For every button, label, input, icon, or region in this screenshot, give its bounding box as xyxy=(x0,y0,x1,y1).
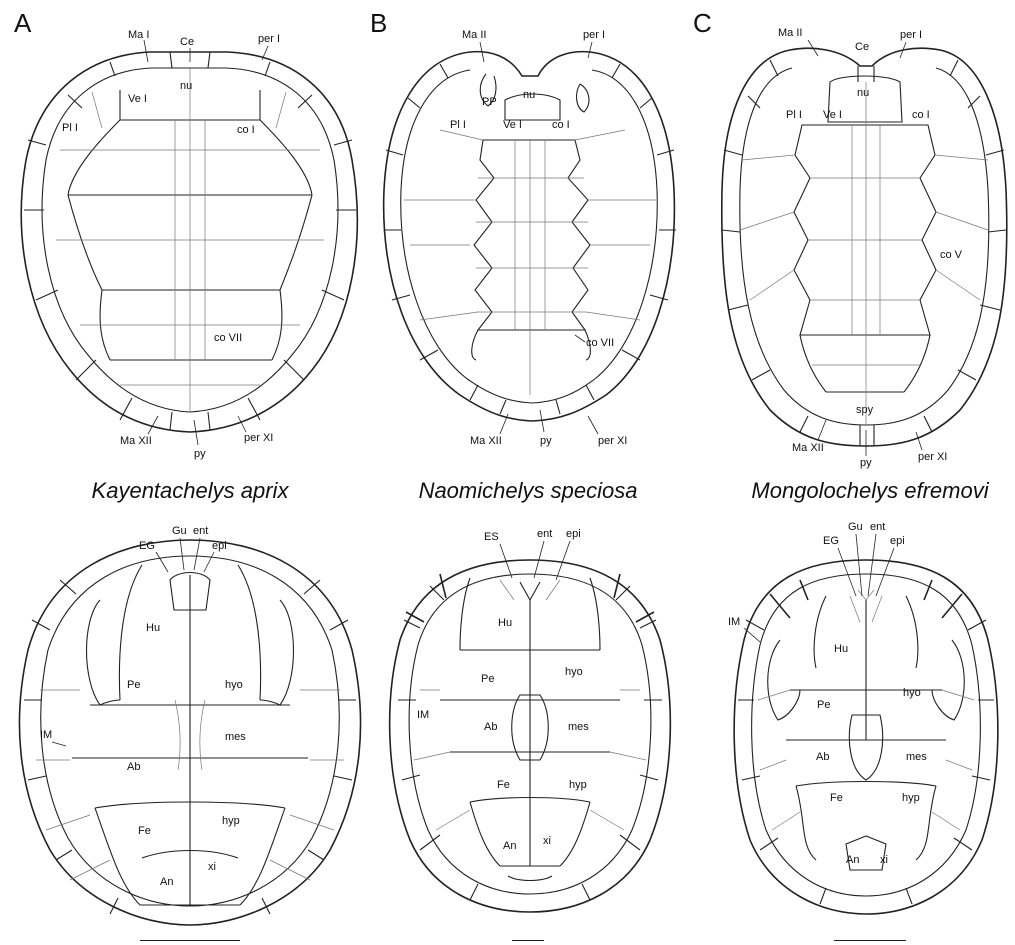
label-c-spy: spy xyxy=(856,404,874,416)
label-b-fe: Fe xyxy=(497,779,510,791)
plastron-c xyxy=(734,560,998,914)
label-b-vei: Ve I xyxy=(503,119,522,131)
label-a-hyo: hyo xyxy=(225,679,243,691)
label-a-hu: Hu xyxy=(146,622,160,634)
label-a-pli: Pl I xyxy=(62,122,78,134)
label-c-perxi: per XI xyxy=(918,451,947,463)
label-b-es: ES xyxy=(484,531,499,543)
label-c-mes: mes xyxy=(906,751,927,763)
label-b-covii: co VII xyxy=(586,337,614,349)
carapace-a xyxy=(21,52,357,432)
label-c-epi: epi xyxy=(890,535,905,547)
label-b-im: IM xyxy=(417,709,429,721)
label-a-nu: nu xyxy=(180,80,192,92)
label-b-maxii: Ma XII xyxy=(470,435,502,447)
label-a-vei: Ve I xyxy=(128,93,147,105)
label-b-peri: per I xyxy=(583,29,605,41)
label-a-perxi: per XI xyxy=(244,432,273,444)
plastron-c-labels: Gu ent EG epi IM Hu Pe hyo Ab mes Fe hyp… xyxy=(728,521,927,866)
label-a-ce: Ce xyxy=(180,36,194,48)
label-b-nu: nu xyxy=(523,89,535,101)
label-b-coi: co I xyxy=(552,119,570,131)
plastron-a xyxy=(19,540,360,925)
plastron-b xyxy=(390,560,671,912)
label-b-mes: mes xyxy=(568,721,589,733)
label-b-maii: Ma II xyxy=(462,29,486,41)
label-c-eg: EG xyxy=(823,535,839,547)
label-a-peri: per I xyxy=(258,33,280,45)
label-b-xi: xi xyxy=(543,835,551,847)
label-b-pp: PP xyxy=(482,96,497,108)
label-c-ce: Ce xyxy=(855,41,869,53)
label-b-perxi: per XI xyxy=(598,435,627,447)
label-a-ab: Ab xyxy=(127,761,140,773)
label-c-coi: co I xyxy=(912,109,930,121)
label-c-hyp: hyp xyxy=(902,792,920,804)
carapace-b-labels: Ma II per I PP nu Pl I Ve I co I co VII … xyxy=(450,29,627,447)
label-c-ab: Ab xyxy=(816,751,829,763)
label-a-im: IM xyxy=(40,729,52,741)
label-c-fe: Fe xyxy=(830,792,843,804)
label-c-ent: ent xyxy=(870,521,885,533)
label-c-maxii: Ma XII xyxy=(792,442,824,454)
label-a-mes: mes xyxy=(225,731,246,743)
label-c-im: IM xyxy=(728,616,740,628)
label-b-pe: Pe xyxy=(481,673,494,685)
label-a-epi: epi xyxy=(212,540,227,552)
label-a-xi: xi xyxy=(208,861,216,873)
label-a-an: An xyxy=(160,876,173,888)
scale-bar-b xyxy=(512,940,544,941)
label-b-an: An xyxy=(503,840,516,852)
label-b-pli: Pl I xyxy=(450,119,466,131)
label-a-pe: Pe xyxy=(127,679,140,691)
label-a-hyp: hyp xyxy=(222,815,240,827)
label-a-mai: Ma I xyxy=(128,29,149,41)
label-c-hyo: hyo xyxy=(903,687,921,699)
label-a-covii: co VII xyxy=(214,332,242,344)
label-c-vei: Ve I xyxy=(823,109,842,121)
label-c-an: An xyxy=(846,854,859,866)
label-c-xi: xi xyxy=(880,854,888,866)
label-c-py: py xyxy=(860,457,872,469)
label-b-ab: Ab xyxy=(484,721,497,733)
scale-bar-c xyxy=(834,940,906,941)
label-a-py: py xyxy=(194,448,206,460)
label-c-pli: Pl I xyxy=(786,109,802,121)
label-c-pe: Pe xyxy=(817,699,830,711)
label-c-peri: per I xyxy=(900,29,922,41)
scale-bar-a xyxy=(140,940,240,941)
label-a-coi: co I xyxy=(237,124,255,136)
label-a-eg: EG xyxy=(139,540,155,552)
label-a-ent: ent xyxy=(193,525,208,537)
label-c-cov: co V xyxy=(940,249,963,261)
label-b-py: py xyxy=(540,435,552,447)
label-c-maii: Ma II xyxy=(778,27,802,39)
label-b-hyp: hyp xyxy=(569,779,587,791)
label-c-hu: Hu xyxy=(834,643,848,655)
label-b-hyo: hyo xyxy=(565,666,583,678)
label-c-nu: nu xyxy=(857,87,869,99)
label-a-fe: Fe xyxy=(138,825,151,837)
label-c-gu: Gu xyxy=(848,521,863,533)
label-b-ent: ent xyxy=(537,528,552,540)
carapace-c xyxy=(722,48,1007,446)
carapace-b xyxy=(384,52,676,421)
label-a-gu: Gu xyxy=(172,525,187,537)
label-a-maxii: Ma XII xyxy=(120,435,152,447)
label-b-hu: Hu xyxy=(498,617,512,629)
label-b-epi: epi xyxy=(566,528,581,540)
